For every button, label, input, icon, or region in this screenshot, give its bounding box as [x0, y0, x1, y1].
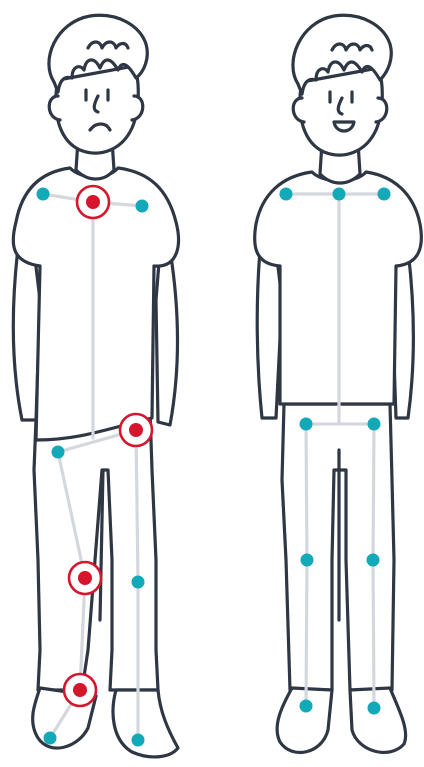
left-figure-arm-right	[156, 250, 178, 425]
alert-joint-marker-icon	[77, 186, 109, 218]
joint-dot-icon	[301, 554, 314, 567]
joint-dot-icon	[333, 188, 346, 201]
joint-dot-icon	[378, 188, 391, 201]
right-figure-head	[300, 68, 382, 155]
joint-dot-icon	[132, 576, 145, 589]
right-figure-shoe-right	[350, 688, 406, 752]
joint-dot-icon	[300, 418, 313, 431]
joint-dot-icon	[300, 700, 313, 713]
alert-joint-marker-icon	[120, 414, 152, 446]
alert-joint-marker-icon	[69, 562, 101, 594]
joint-dot-icon	[280, 188, 293, 201]
joint-dot-icon	[37, 188, 50, 201]
figure-good-posture	[255, 15, 422, 752]
joint-dot-icon	[368, 418, 381, 431]
joint-dot-icon	[368, 702, 381, 715]
left-figure-shoe-right	[113, 690, 178, 757]
joint-dot-icon	[367, 554, 380, 567]
right-figure-arm-left	[257, 250, 282, 418]
alert-joint-marker-icon	[64, 674, 96, 706]
left-figure-head	[56, 66, 138, 153]
joint-dot-icon	[52, 446, 65, 459]
joint-dot-icon	[132, 734, 145, 747]
figure-poor-posture	[13, 15, 178, 757]
joint-dot-icon	[136, 200, 149, 213]
right-figure-smile	[334, 122, 354, 131]
joint-dot-icon	[44, 732, 57, 745]
